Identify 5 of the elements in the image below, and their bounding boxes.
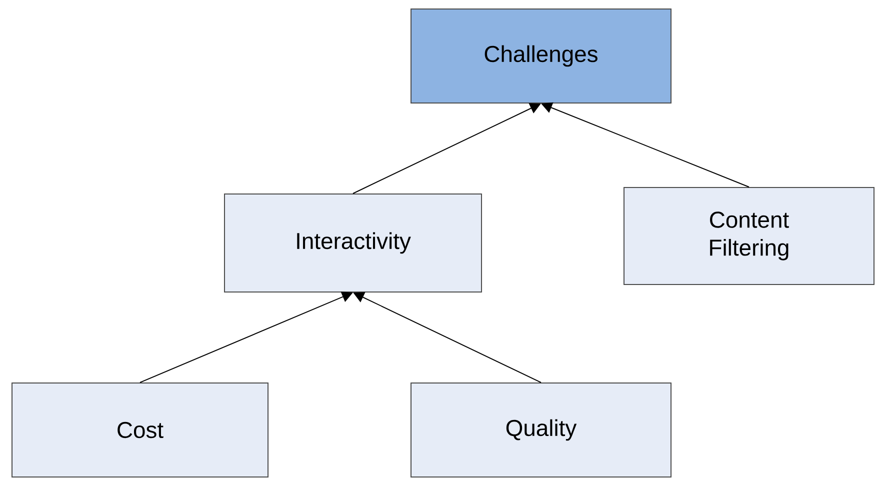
category-box: Content Filtering xyxy=(624,187,874,285)
category-box: Interactivity xyxy=(224,194,482,292)
heading-box: Challenges xyxy=(410,8,672,104)
category-box: Quality xyxy=(410,382,672,478)
category-box: Cost xyxy=(12,382,268,478)
